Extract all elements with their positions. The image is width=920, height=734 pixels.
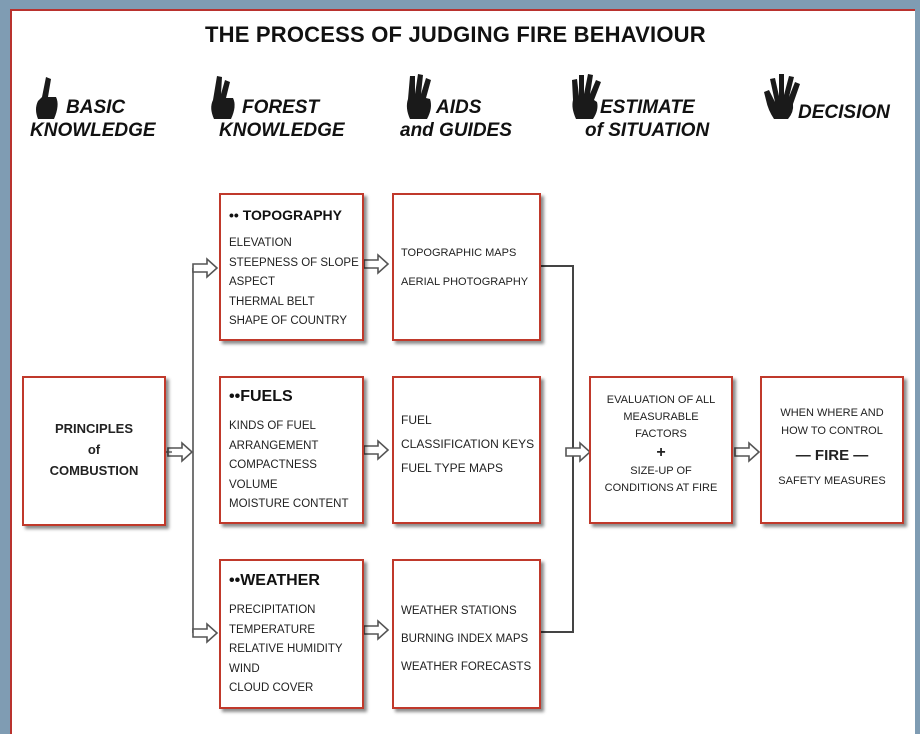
hand-1-finger-icon [36,77,58,119]
column-header-estimate: ESTIMATE [600,96,695,119]
box-aids-fuels: FUEL CLASSIFICATION KEYS FUEL TYPE MAPS [392,376,541,524]
principles-text: PRINCIPLES of COMBUSTION [24,418,164,481]
column-header-estimate-line1: ESTIMATE [600,97,695,118]
fuels-heading: ••FUELS [229,388,293,405]
aids-weather-item: WEATHER STATIONS [401,605,517,617]
decision-fire: — FIRE — [795,447,869,464]
column-header-aids-line1: AIDS [436,97,482,118]
hand-4-fingers-icon [572,74,601,119]
principles-line2: of [87,442,101,457]
column-header-forest-line1: FOREST [242,97,320,118]
topography-item: ASPECT [229,276,276,288]
topography-list: ELEVATION STEEPNESS OF SLOPE ASPECT THER… [229,234,359,332]
diagram-title: THE PROCESS OF JUDGING FIRE BEHAVIOUR [205,22,706,47]
decision-line1: WHEN WHERE AND [780,407,884,419]
column-header-forest-2: KNOWLEDGE [219,119,345,142]
column-header-basic-line2: KNOWLEDGE [30,120,156,141]
hand-2-fingers-icon [211,76,235,119]
column-header-estimate-line2: of SITUATION [585,120,710,141]
column-header-basic-2: KNOWLEDGE [30,119,156,142]
hand-3-fingers-icon [406,74,431,119]
box-estimate-of-situation: EVALUATION OF ALL MEASURABLE FACTORS + S… [589,376,733,524]
weather-heading: ••WEATHER [229,572,320,589]
estimate-line4: SIZE-UP OF [630,465,692,477]
column-header-aids-line2: and GUIDES [400,120,512,141]
box-topography: •• TOPOGRAPHY ELEVATION STEEPNESS OF SLO… [219,193,364,341]
decision-text: WHEN WHERE AND HOW TO CONTROL — FIRE — S… [762,404,902,490]
topography-item: SHAPE OF COUNTRY [229,315,347,327]
arrow-to-weather [192,623,218,643]
estimate-line2: MEASURABLE [623,411,699,423]
column-header-aids-2: and GUIDES [400,119,512,142]
aids-weather-list: WEATHER STATIONS BURNING INDEX MAPS WEAT… [401,597,531,681]
estimate-line1: EVALUATION OF ALL [606,394,716,406]
column-header-estimate-2: of SITUATION [585,119,709,142]
topography-heading: •• TOPOGRAPHY [229,207,343,223]
hand-5-fingers-icon [764,74,800,119]
principles-line3: COMBUSTION [49,463,139,478]
estimate-text: EVALUATION OF ALL MEASURABLE FACTORS + S… [591,392,731,497]
principles-line1: PRINCIPLES [54,421,133,436]
decision-line2: HOW TO CONTROL [781,425,883,437]
aids-topography-item: AERIAL PHOTOGRAPHY [401,276,529,288]
decision-line3: SAFETY MEASURES [778,475,886,487]
box-fuels: ••FUELS KINDS OF FUEL ARRANGEMENT COMPAC… [219,376,364,524]
fuels-item: KINDS OF FUEL [229,420,316,432]
aids-weather-item: WEATHER FORECASTS [401,661,532,673]
box-aids-topography: TOPOGRAPHIC MAPS AERIAL PHOTOGRAPHY [392,193,541,341]
arrow-topography-aids [363,254,389,274]
estimate-plus: + [656,444,666,461]
arrow-aids-estimate [565,442,591,462]
fuels-item: MOISTURE CONTENT [229,498,349,510]
column-header-aids: AIDS [436,96,481,119]
arrow-weather-aids [363,620,389,640]
fuels-list: KINDS OF FUEL ARRANGEMENT COMPACTNESS VO… [229,417,348,515]
weather-item: WIND [229,662,260,675]
fuels-item: ARRANGEMENT [229,439,319,452]
topography-item: THERMAL BELT [229,295,315,308]
arrow-estimate-decision [734,442,760,462]
fuels-item: VOLUME [229,478,278,491]
weather-item: PRECIPITATION [229,604,316,616]
arrow-to-topography [192,258,218,278]
aids-fuels-list: FUEL CLASSIFICATION KEYS FUEL TYPE MAPS [401,408,534,480]
weather-item: RELATIVE HUMIDITY [229,643,343,655]
weather-list: PRECIPITATION TEMPERATURE RELATIVE HUMID… [229,601,343,699]
column-header-decision-line1: DECISION [798,102,890,123]
column-header-basic-line1: BASIC [66,97,126,118]
aids-topography-list: TOPOGRAPHIC MAPS AERIAL PHOTOGRAPHY [401,239,528,297]
weather-item: CLOUD COVER [229,682,314,694]
aids-fuels-item: CLASSIFICATION KEYS [401,437,535,451]
aids-topography-item: TOPOGRAPHIC MAPS [401,247,517,259]
estimate-line5: CONDITIONS AT FIRE [604,482,718,494]
aids-fuels-item: FUEL TYPE MAPS [401,461,504,475]
estimate-line3: FACTORS [635,428,687,440]
box-weather: ••WEATHER PRECIPITATION TEMPERATURE RELA… [219,559,364,709]
column-header-decision: DECISION [798,101,890,124]
weather-item: TEMPERATURE [229,623,316,636]
aids-fuels-item: FUEL [401,413,432,427]
fuels-item: COMPACTNESS [229,459,317,471]
arrow-fuels-aids [363,440,389,460]
column-header-forest: FOREST [242,96,319,119]
column-header-basic: BASIC [62,96,125,119]
column-header-forest-line2: KNOWLEDGE [219,120,345,141]
aids-weather-item: BURNING INDEX MAPS [401,633,529,645]
box-decision: WHEN WHERE AND HOW TO CONTROL — FIRE — S… [760,376,904,524]
topography-item: STEEPNESS OF SLOPE [229,256,359,269]
box-principles-of-combustion: PRINCIPLES of COMBUSTION [22,376,166,526]
topography-item: ELEVATION [229,237,292,249]
box-aids-weather: WEATHER STATIONS BURNING INDEX MAPS WEAT… [392,559,541,709]
